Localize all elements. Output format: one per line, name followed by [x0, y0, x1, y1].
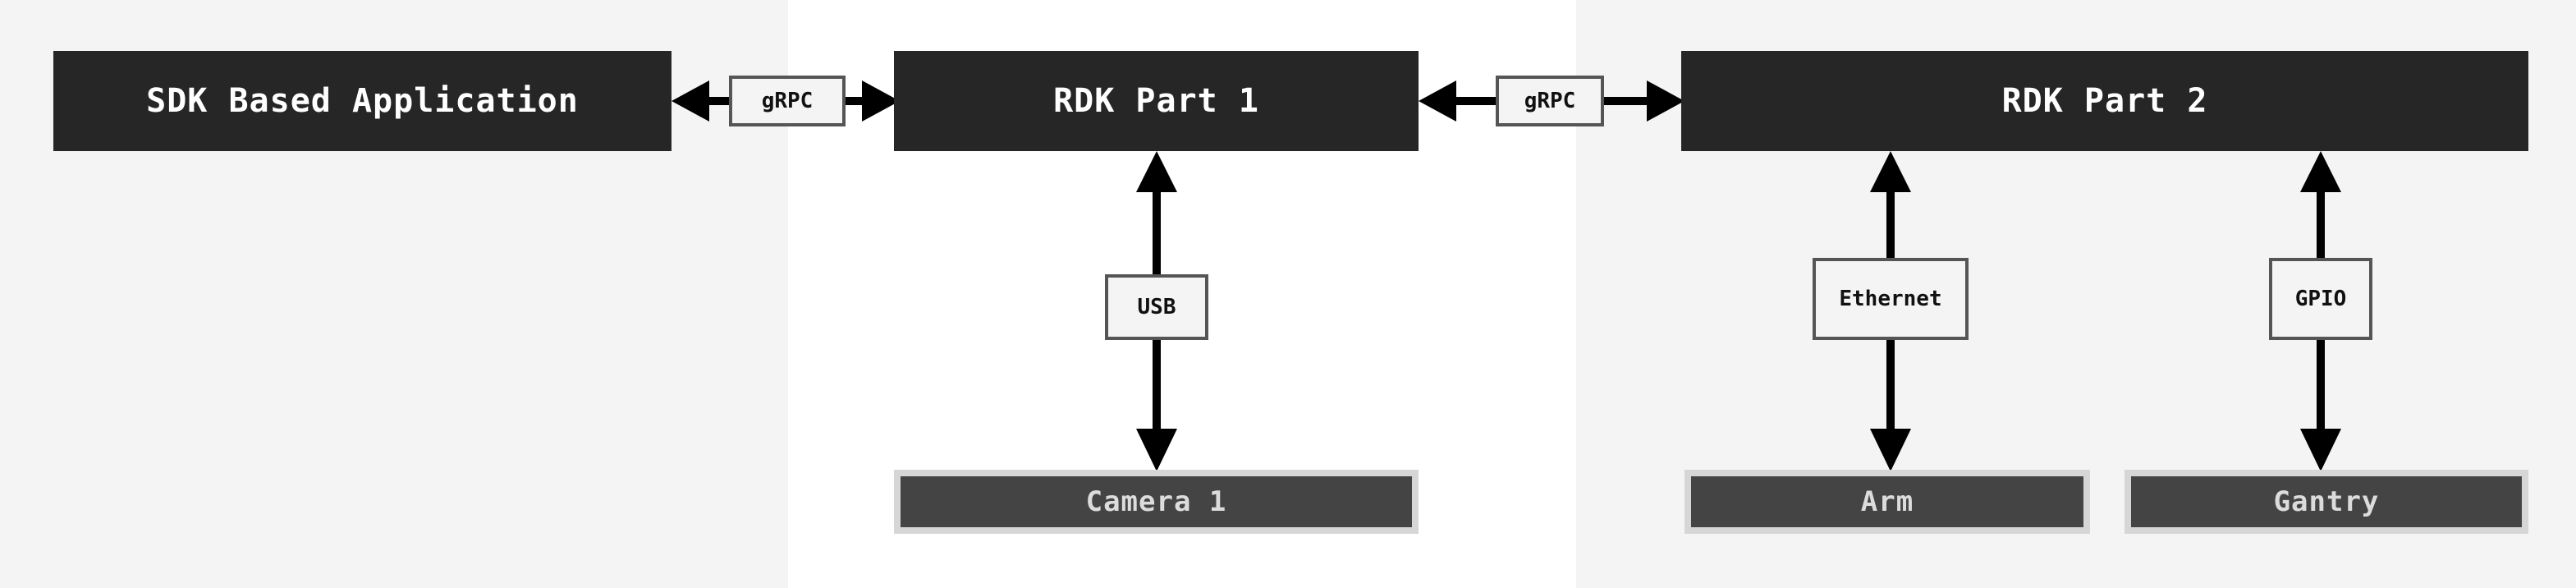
block-gantry[interactable]: Gantry — [2125, 470, 2528, 534]
label-grpc-rdk1-rdk2[interactable]: gRPC — [1496, 76, 1604, 126]
block-camera-1-label: Camera 1 — [1085, 485, 1227, 518]
arrow-grpc-to-rdk1-right — [1419, 79, 1499, 123]
label-ethernet[interactable]: Ethernet — [1813, 258, 1969, 340]
block-rdk-part-2-label: RDK Part 2 — [2001, 82, 2208, 120]
block-gantry-label: Gantry — [2273, 485, 2380, 518]
arrow-ethernet-up-to-rdk2 — [1868, 151, 1913, 260]
arrow-grpc-to-rdk1 — [846, 79, 900, 123]
arrow-grpc-to-sdk — [672, 79, 731, 123]
label-ethernet-text: Ethernet — [1839, 287, 1942, 311]
arrow-gpio-down-to-gantry — [2299, 340, 2343, 471]
label-grpc-rdk1-rdk2-text: gRPC — [1524, 89, 1576, 113]
label-usb-text: USB — [1137, 295, 1176, 319]
label-gpio-text: GPIO — [2294, 287, 2347, 311]
block-sdk-based-application[interactable]: SDK Based Application — [53, 51, 672, 151]
block-arm-label: Arm — [1860, 485, 1914, 518]
arrow-gpio-up-to-rdk2 — [2299, 151, 2343, 260]
label-grpc-sdk-rdk1[interactable]: gRPC — [729, 76, 846, 126]
block-arm[interactable]: Arm — [1684, 470, 2090, 534]
block-rdk-part-2[interactable]: RDK Part 2 — [1681, 51, 2528, 151]
label-gpio[interactable]: GPIO — [2269, 258, 2372, 340]
arrow-usb-up-to-rdk1 — [1134, 151, 1179, 276]
arrow-usb-down-to-camera — [1134, 340, 1179, 471]
block-sdk-based-application-label: SDK Based Application — [146, 82, 579, 120]
arrow-grpc-to-rdk2 — [1604, 79, 1684, 123]
label-grpc-sdk-rdk1-text: gRPC — [761, 89, 814, 113]
label-usb[interactable]: USB — [1105, 274, 1208, 340]
block-camera-1[interactable]: Camera 1 — [894, 470, 1419, 534]
arrow-ethernet-down-to-arm — [1868, 340, 1913, 471]
block-rdk-part-1-label: RDK Part 1 — [1053, 82, 1259, 120]
block-rdk-part-1[interactable]: RDK Part 1 — [894, 51, 1419, 151]
